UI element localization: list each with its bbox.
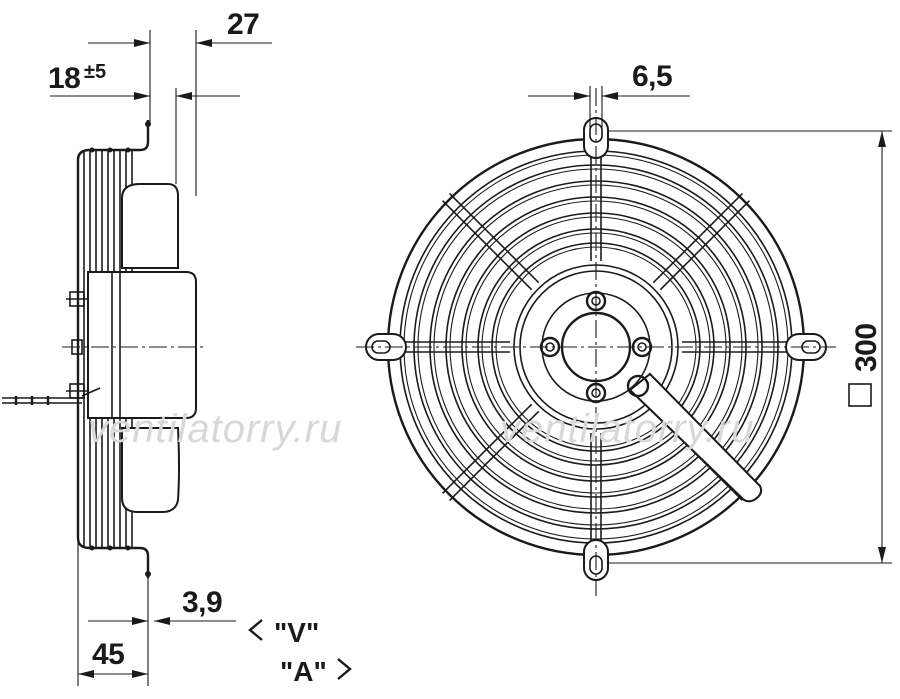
side-cable bbox=[2, 387, 101, 405]
dim-18-tolerance: ±5 bbox=[84, 61, 106, 83]
side-motor bbox=[66, 271, 197, 419]
front-cable bbox=[626, 372, 763, 503]
dim-3-9: 3,9 bbox=[88, 578, 236, 628]
grille-spoke bbox=[659, 200, 751, 291]
dim-300-label: 300 bbox=[850, 323, 883, 372]
view-v-label: "V" bbox=[274, 617, 319, 648]
dim-300: 300 bbox=[608, 130, 892, 564]
grille-spoke bbox=[441, 200, 533, 291]
dim-27: 27 bbox=[88, 8, 272, 196]
view-a-label: "A" bbox=[280, 656, 327, 687]
view-labels: "V" "A" bbox=[248, 617, 352, 687]
square-symbol-icon bbox=[848, 383, 872, 407]
side-view: 27 18 ±5 3,9 45 bbox=[2, 8, 352, 687]
grille-spoke bbox=[449, 410, 540, 502]
dim-45-label: 45 bbox=[92, 638, 124, 671]
grille-spoke bbox=[652, 192, 743, 284]
dim-18: 18 ±5 bbox=[48, 61, 240, 184]
dim-18-label: 18 bbox=[48, 62, 80, 95]
dim-6-5: 6,5 bbox=[528, 60, 690, 130]
dim-45: 45 bbox=[77, 540, 149, 686]
grille-spoke bbox=[449, 192, 540, 284]
grille-spoke bbox=[441, 403, 533, 494]
dim-3-9-label: 3,9 bbox=[182, 586, 222, 619]
front-view: 6,5 300 ventilatorry.ru bbox=[356, 60, 892, 596]
dim-27-label: 27 bbox=[227, 8, 259, 41]
side-blades bbox=[121, 183, 180, 513]
watermark-left: ventilatorry.ru bbox=[88, 407, 342, 451]
watermark-right: ventilatorry.ru bbox=[500, 407, 754, 451]
dim-6-5-label: 6,5 bbox=[632, 60, 672, 93]
